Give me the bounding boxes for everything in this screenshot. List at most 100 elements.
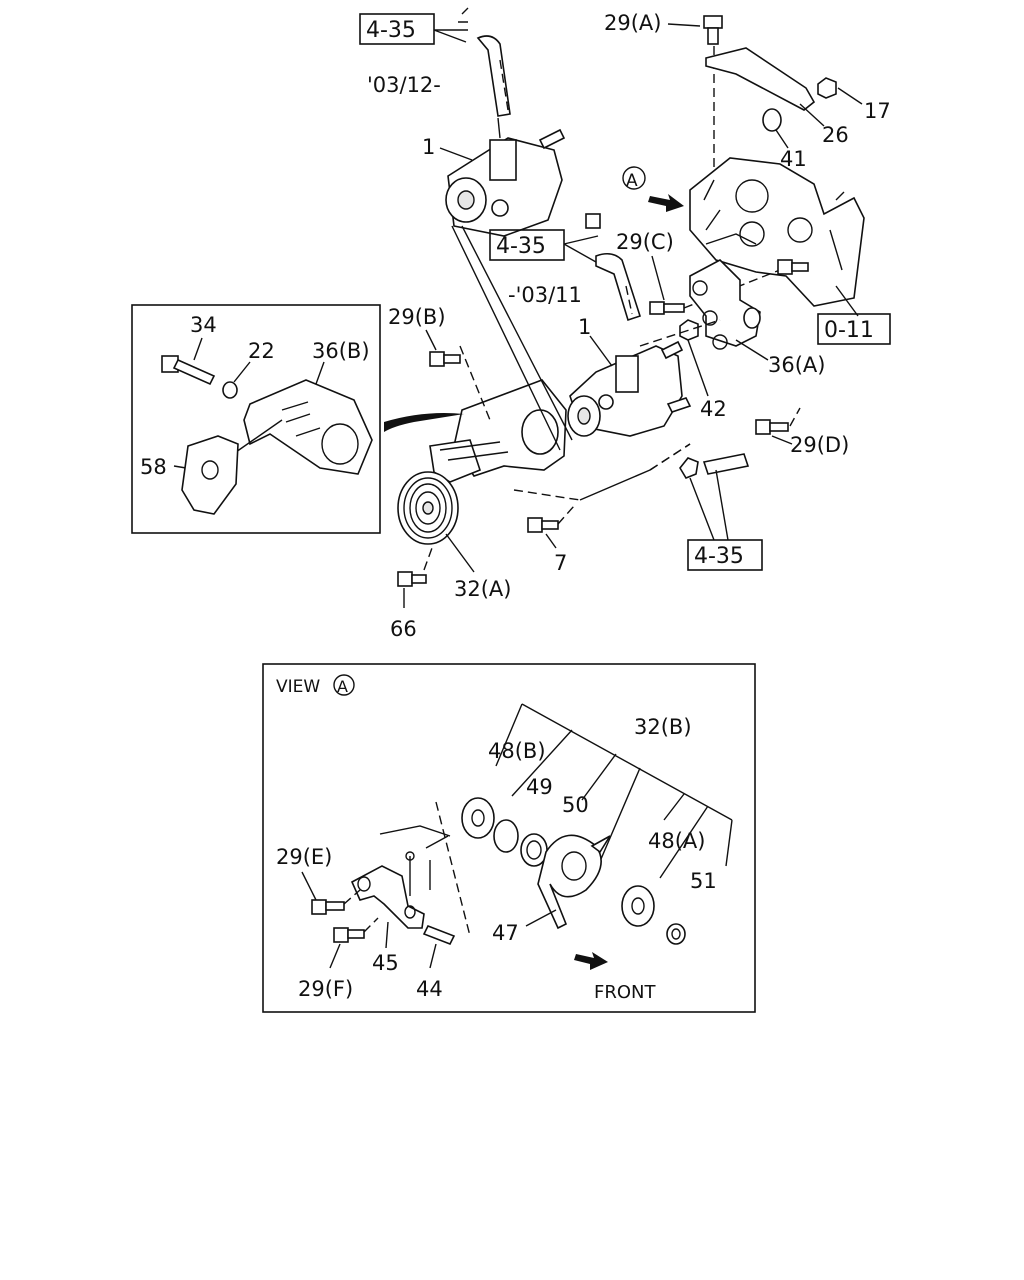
leader-22 [233, 361, 251, 383]
leader-1-upper [439, 147, 473, 161]
label-58: 58 [140, 455, 167, 479]
label-36a: 36(A) [768, 353, 825, 377]
bolt-29d [755, 419, 789, 435]
label-48b: 48(B) [488, 739, 546, 763]
leader-1-lower [589, 335, 613, 367]
view-engine-hole [405, 851, 415, 861]
view-title-marker: A [333, 674, 355, 696]
pulley-32a [397, 471, 459, 545]
label-50: 50 [562, 793, 589, 817]
bolt-36a-stud [777, 259, 809, 275]
label-45: 45 [372, 951, 399, 975]
engine-block [689, 157, 865, 307]
bolt-34 [161, 355, 216, 386]
leader-36a [735, 339, 769, 361]
assembly-line-mid [579, 469, 651, 501]
ref-box-lower[interactable]: 4-35 [687, 539, 763, 571]
bracket-26 [705, 47, 816, 111]
leader-29c [651, 255, 665, 301]
washer-22 [222, 381, 238, 399]
label-1-lower: 1 [578, 315, 591, 339]
date-note-from: '03/12- [367, 73, 441, 97]
ref-box-0-11[interactable]: 0-11 [817, 313, 891, 345]
label-29b: 29(B) [388, 305, 446, 329]
date-note-to: -'03/11 [508, 283, 582, 307]
center-line-29f [363, 917, 379, 933]
tensioner-plate-47 [537, 834, 611, 930]
ref-label-middle: 4-35 [496, 234, 546, 259]
leader-29f [329, 943, 341, 969]
hose-middle [585, 213, 642, 322]
leader-42 [687, 339, 709, 397]
leader-26 [799, 103, 825, 127]
assembly-line-upper [451, 225, 573, 451]
label-22: 22 [248, 339, 275, 363]
bracket-58 [181, 435, 239, 515]
bolt-29e [311, 899, 345, 915]
label-48a: 48(A) [648, 829, 705, 853]
label-1-upper: 1 [422, 135, 435, 159]
label-29e: 29(E) [276, 845, 332, 869]
leader-ref-middle [563, 235, 599, 263]
bracket-36a [689, 259, 761, 350]
bracket-36b [243, 379, 373, 475]
label-17: 17 [864, 99, 891, 123]
front-label: FRONT [594, 982, 656, 1003]
bolt-29b [429, 351, 461, 367]
label-26: 26 [822, 123, 849, 147]
detail-box-bracket [131, 304, 381, 534]
center-line-66 [423, 547, 433, 571]
bolt-29a [703, 15, 723, 45]
assembly-dash-mid [513, 443, 691, 501]
center-line-42 [639, 319, 721, 347]
leader-0-11 [835, 285, 859, 317]
leader-47 [525, 909, 557, 927]
label-29f: 29(F) [298, 977, 353, 1001]
label-51: 51 [690, 869, 717, 893]
bracket-45 [350, 865, 425, 929]
power-steering-pump-lower [567, 340, 692, 437]
label-32b: 32(B) [634, 715, 692, 739]
leader-29d [771, 435, 793, 445]
stud-44 [422, 924, 456, 946]
hose-lower [679, 453, 750, 479]
ref-box-top[interactable]: 4-35 [359, 13, 435, 45]
leader-ref-lower [689, 469, 729, 541]
label-7: 7 [554, 551, 567, 575]
label-32a: 32(A) [454, 577, 511, 601]
center-line-29d [789, 407, 801, 427]
power-steering-pump-upper [445, 128, 566, 237]
svg-text:A: A [337, 677, 348, 696]
view-a-box [262, 663, 756, 1013]
view-a-dash-divider [435, 801, 471, 937]
ring-49 [493, 819, 519, 853]
leader-29b [425, 329, 437, 351]
leader-29e [301, 871, 317, 901]
center-line-29e [343, 889, 361, 905]
view-a-grouping-lines [495, 703, 733, 881]
washer-48a [621, 885, 655, 927]
nut-17 [817, 77, 837, 99]
washer-41 [762, 108, 782, 132]
bolt-7 [527, 517, 559, 533]
label-42: 42 [700, 397, 727, 421]
leader-32a [445, 533, 475, 573]
bolt-29f [333, 927, 365, 943]
view-engine-fragment [379, 825, 451, 896]
assembly-line-58 [235, 419, 283, 453]
leader-7 [545, 533, 557, 549]
hose-top [433, 7, 511, 139]
leader-45 [385, 921, 389, 949]
leader-34 [193, 337, 203, 361]
washer-48b [461, 797, 495, 839]
leader-17 [837, 87, 863, 105]
ref-box-middle[interactable]: 4-35 [489, 229, 565, 261]
leader-29a [667, 23, 701, 27]
label-44: 44 [416, 977, 443, 1001]
detail-pointer-arrow [384, 413, 464, 432]
label-49: 49 [526, 775, 553, 799]
nut-42 [679, 319, 699, 341]
label-29c: 29(C) [616, 230, 674, 254]
view-title: VIEW [276, 677, 320, 697]
